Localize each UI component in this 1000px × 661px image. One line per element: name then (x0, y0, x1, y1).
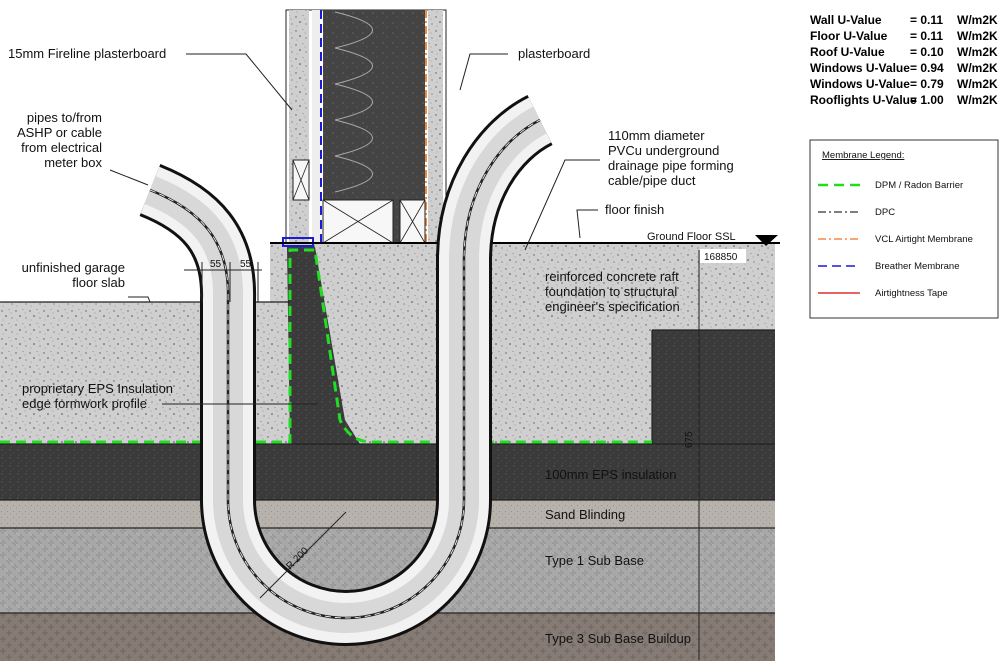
dim-55b: 55 (240, 259, 252, 270)
label-raft: reinforced concrete raft foundation to s… (545, 269, 680, 314)
u-value-name: Floor U-Value (810, 29, 888, 43)
u-value-value: = 1.00 (910, 93, 944, 107)
svg-text:cable/pipe duct: cable/pipe duct (608, 173, 696, 188)
svg-text:proprietary EPS Insulation: proprietary EPS Insulation (22, 381, 173, 396)
legend-item-label: DPM / Radon Barrier (875, 180, 963, 191)
svg-text:reinforced concrete raft: reinforced concrete raft (545, 269, 679, 284)
svg-text:edge formwork profile: edge formwork profile (22, 396, 147, 411)
svg-text:unfinished garage: unfinished garage (22, 260, 125, 275)
level-value: 168850 (704, 252, 738, 263)
svg-text:meter box: meter box (44, 155, 102, 170)
u-value-name: Windows U-Value (810, 77, 910, 91)
u-value-name: Windows U-Value (810, 61, 910, 75)
timber-frame-wall (282, 9, 447, 247)
label-pvcu-duct: 110mm diameter PVCu underground drainage… (608, 128, 734, 188)
label-type1: Type 1 Sub Base (545, 553, 644, 568)
eps-insulation-layer (0, 444, 775, 500)
label-type3: Type 3 Sub Base Buildup (545, 631, 691, 646)
radius-line (259, 511, 347, 599)
label-plasterboard: plasterboard (518, 46, 590, 61)
u-value-unit: W/m2K ( (957, 77, 1000, 91)
u-value-value: = 0.11 (910, 13, 943, 27)
label-fireline: 15mm Fireline plasterboard (8, 46, 166, 61)
svg-text:drainage pipe forming: drainage pipe forming (608, 158, 734, 173)
label-eps-layer: 100mm EPS insulation (545, 467, 677, 482)
legend-title: Membrane Legend: (822, 150, 904, 161)
u-value-unit: W/m2K (957, 13, 998, 27)
dim-55-lines (184, 262, 262, 302)
svg-text:PVCu underground: PVCu underground (608, 143, 719, 158)
u-value-unit: W/m2K ( (957, 61, 1000, 75)
eps-step-block (652, 330, 775, 444)
u-value-value: = 0.79 (910, 77, 944, 91)
u-value-value: = 0.10 (910, 45, 944, 59)
dpm-radon-barrier-line (0, 248, 652, 444)
u-value-unit: W/m2K (957, 45, 998, 59)
svg-text:110mm diameter: 110mm diameter (608, 128, 705, 143)
leader-lines (109, 53, 600, 405)
label-ground-floor-ssl: Ground Floor SSL (647, 231, 736, 243)
svg-text:foundation to structural: foundation to structural (545, 284, 677, 299)
svg-text:engineer's specification: engineer's specification (545, 299, 680, 314)
label-sand-blinding: Sand Blinding (545, 507, 625, 522)
u-value-name: Wall U-Value (810, 13, 882, 27)
legend-item-label: Breather Membrane (875, 261, 959, 272)
label-pipes: pipes to/from ASHP or cable from electri… (17, 110, 103, 170)
sand-blinding-layer (0, 500, 775, 528)
u-value-unit: W/m2K (957, 93, 998, 107)
level-box (700, 249, 746, 263)
legend-item-label: Airtightness Tape (875, 288, 948, 299)
svg-text:ASHP or cable: ASHP or cable (17, 125, 102, 140)
u-value-value: = 0.94 (910, 61, 944, 75)
u-value-name: Rooflights U-Value (810, 93, 917, 107)
dim-55a: 55 (210, 259, 222, 270)
u-value-value: = 0.11 (910, 29, 943, 43)
label-floor-finish: floor finish (605, 202, 664, 217)
eps-edge-profile (287, 247, 360, 444)
svg-text:pipes to/from: pipes to/from (27, 110, 102, 125)
pvcu-duct-pipe (139, 94, 554, 646)
u-value-unit: W/m2K (957, 29, 998, 43)
u-value-name: Roof U-Value (810, 45, 885, 59)
dim-675-text: 675 (684, 431, 695, 448)
legend-item-label: VCL Airtight Membrane (875, 234, 973, 245)
svg-text:floor slab: floor slab (72, 275, 125, 290)
label-garage-slab: unfinished garage floor slab (22, 260, 125, 290)
level-marker-icon (755, 235, 778, 246)
label-eps-profile: proprietary EPS Insulation edge formwork… (22, 381, 173, 411)
legend-item-label: DPC (875, 207, 895, 218)
svg-text:from electrical: from electrical (21, 140, 102, 155)
